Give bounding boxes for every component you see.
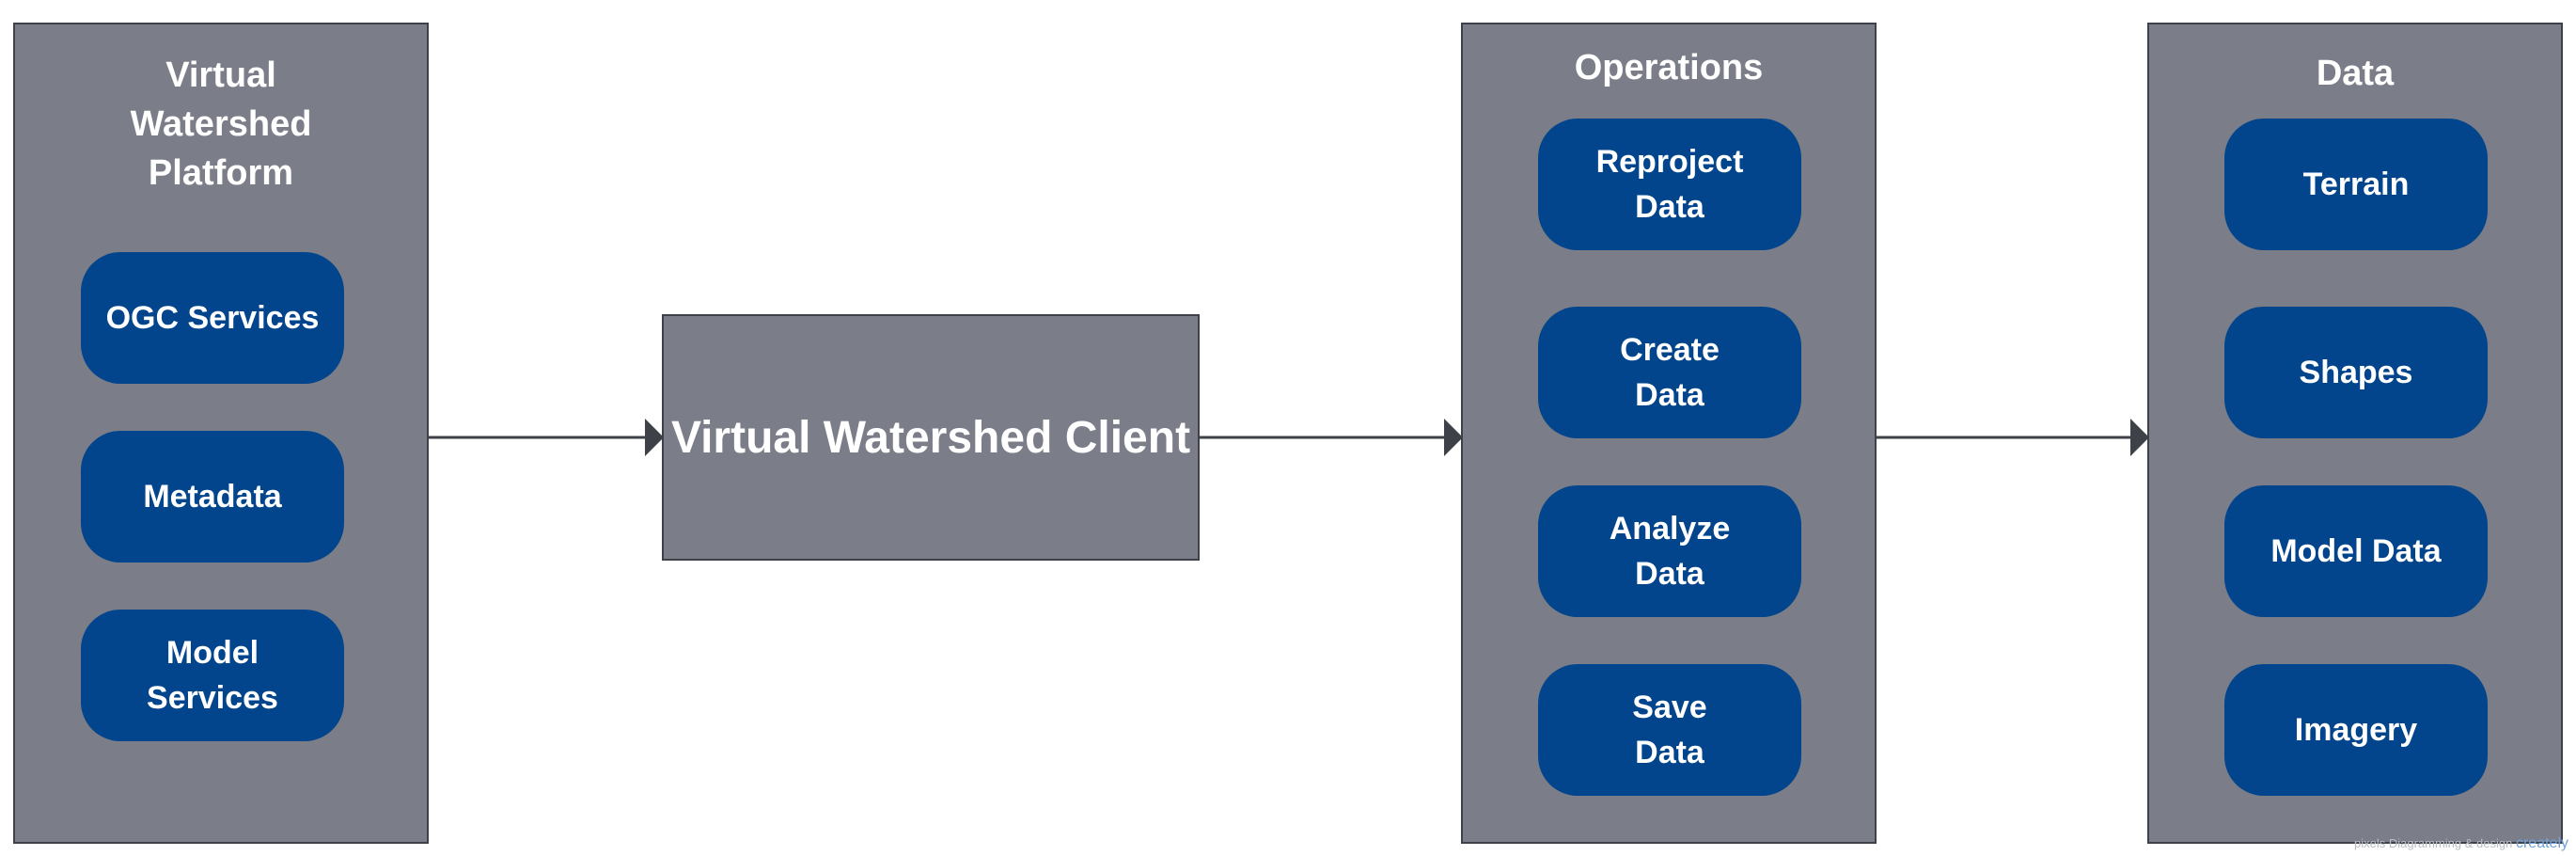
ogc-services-node: OGC Services: [81, 252, 344, 384]
imagery-node: Imagery: [2224, 664, 2488, 796]
model-services-node: Model Services: [81, 610, 344, 741]
data-title: Data: [2316, 54, 2395, 93]
operations-title: Operations: [1574, 48, 1764, 87]
shapes-node: Shapes: [2224, 307, 2488, 438]
model-data-node: Model Data: [2224, 485, 2488, 617]
arrow-operations-to-data: [1877, 419, 2149, 456]
reproject-data-node: Reproject Data: [1538, 119, 1801, 250]
operations-panel: Operations Reproject Data Create Data An…: [1461, 23, 1877, 844]
platform-panel: Virtual Watershed Platform OGC Services …: [13, 23, 429, 844]
create-data-node: Create Data: [1538, 307, 1801, 438]
virtual-watershed-client-node: Virtual Watershed Client: [662, 314, 1200, 561]
arrow-client-to-operations: [1200, 419, 1463, 456]
metadata-node: Metadata: [81, 431, 344, 563]
data-panel: Data Terrain Shapes Model Data Imagery: [2147, 23, 2563, 844]
arrow-platform-to-client: [429, 419, 664, 456]
analyze-data-node: Analyze Data: [1538, 485, 1801, 617]
watermark-brand: creately: [2515, 835, 2568, 851]
save-data-node: Save Data: [1538, 664, 1801, 796]
watermark-text: pixels Diagramming & design: [2353, 836, 2513, 850]
platform-title: Virtual Watershed Platform: [130, 55, 312, 193]
watermark: pixels Diagramming & design creately: [2354, 835, 2568, 852]
terrain-node: Terrain: [2224, 119, 2488, 250]
